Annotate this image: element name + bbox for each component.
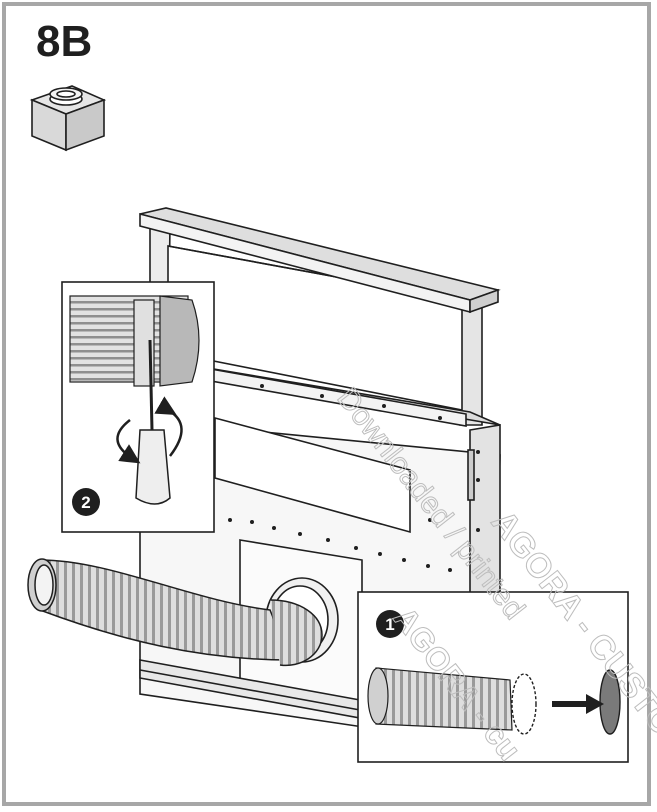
page-frame [2, 2, 651, 806]
step-label: 8B [36, 17, 93, 66]
callout-number-1: 1 [385, 615, 394, 634]
inset-panel-clamp: 2 [61, 281, 215, 533]
callout-number-2: 2 [81, 493, 90, 512]
callout-badge-2 [72, 488, 100, 516]
callout-badge-1 [376, 610, 404, 638]
direction-arrow-icon [552, 694, 604, 714]
inset-panel-cap-removal: 1 [357, 591, 629, 763]
rotate-arrows-icon [116, 396, 183, 464]
flexible-duct [27, 558, 323, 667]
box-with-collar-icon [29, 85, 107, 152]
